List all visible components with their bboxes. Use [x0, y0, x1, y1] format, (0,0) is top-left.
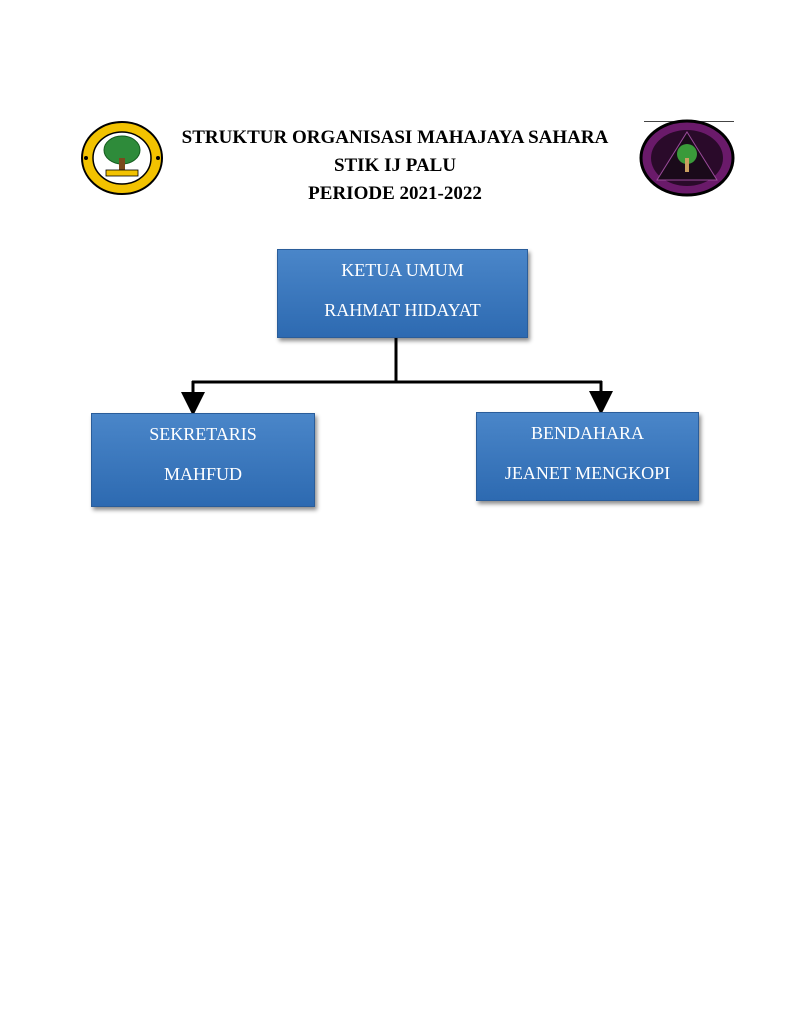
- ketua-role: KETUA UMUM: [341, 260, 464, 280]
- sekretaris-role: SEKRETARIS: [149, 424, 257, 444]
- stik-logo-icon: [81, 121, 163, 195]
- title-line-1: STRUKTUR ORGANISASI MAHAJAYA SAHARA: [181, 127, 609, 148]
- sekretaris-box: SEKRETARIS MAHFUD: [91, 413, 315, 507]
- ketua-person: RAHMAT HIDAYAT: [324, 300, 481, 320]
- bendahara-person: JEANET MENGKOPI: [504, 463, 671, 483]
- ketua-umum-box: KETUA UMUM RAHMAT HIDAYAT: [277, 249, 528, 338]
- sekretaris-person: MAHFUD: [163, 464, 242, 484]
- title-line-3: PERIODE 2021-2022: [308, 183, 482, 204]
- bendahara-role: BENDAHARA: [530, 423, 644, 443]
- page-title: STRUKTUR ORGANISASI MAHAJAYA SAHARA STIK…: [150, 124, 640, 208]
- mahajaya-logo-icon: [639, 119, 735, 197]
- title-line-2: STIK IJ PALU: [333, 155, 457, 176]
- bendahara-box: BENDAHARA JEANET MENGKOPI: [476, 412, 699, 501]
